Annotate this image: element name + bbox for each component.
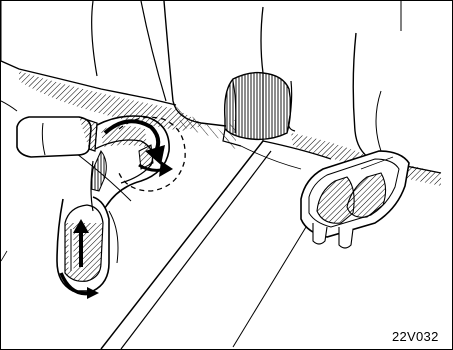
left-seat-back [1, 1, 177, 106]
seat-divider-post [222, 71, 292, 147]
up-arrow-icon [59, 219, 99, 299]
right-seat-back [352, 1, 442, 174]
seat-cushion-groove [30, 120, 332, 349]
leader-line [232, 226, 307, 348]
buckle-tongue-left [16, 116, 98, 158]
stowed-buckle-right [300, 150, 410, 249]
seat-base-lines [1, 100, 119, 264]
curved-arrow-icon [103, 119, 173, 177]
figure-code: 22V032 [392, 329, 439, 344]
